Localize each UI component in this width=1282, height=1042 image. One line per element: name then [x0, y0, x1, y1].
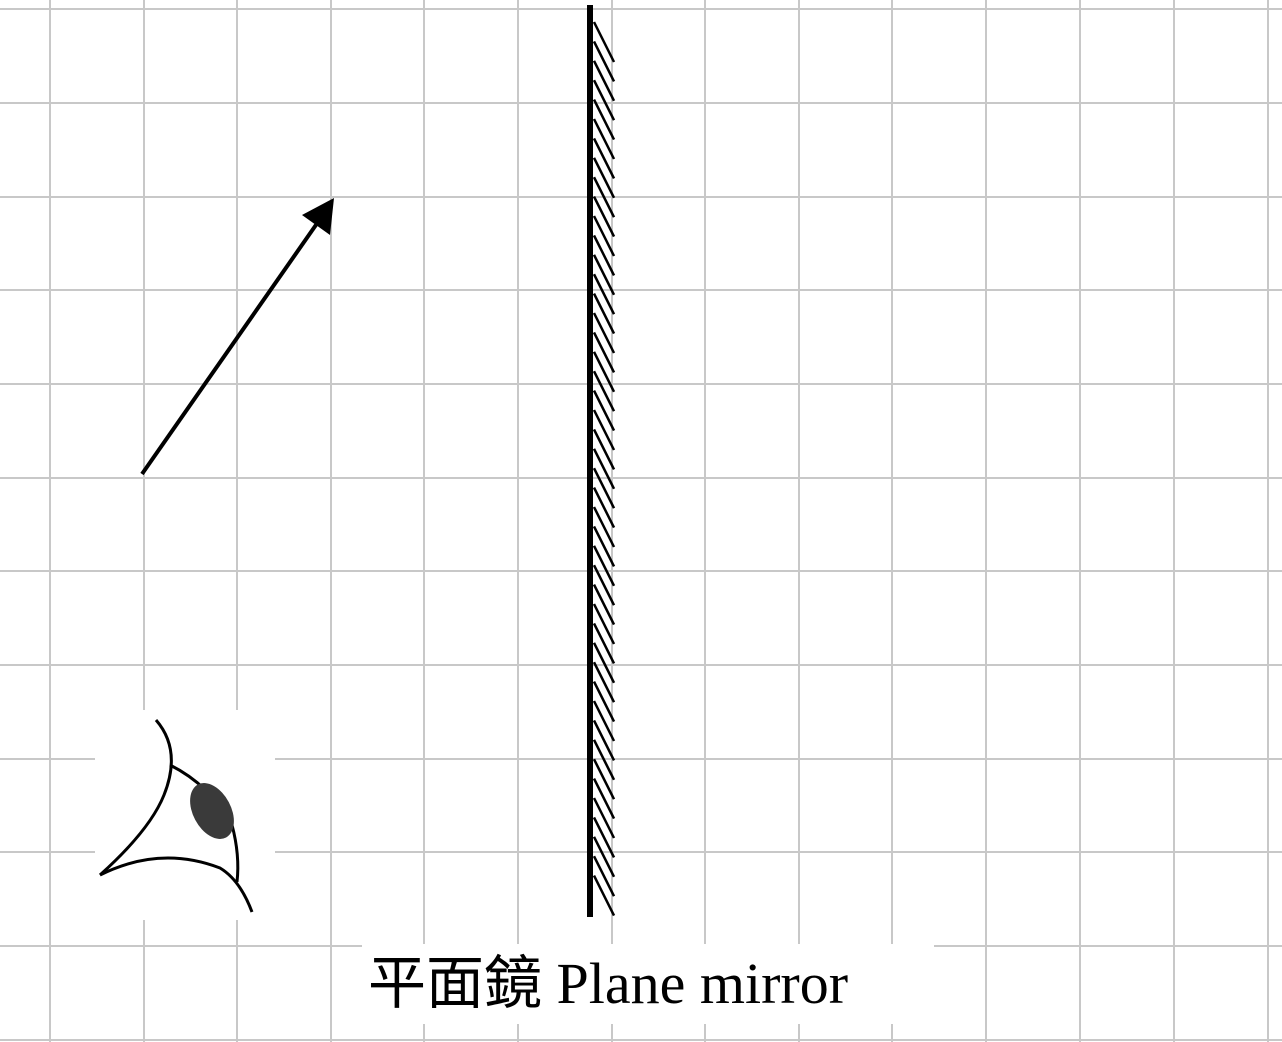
eye-upper-lid [98, 719, 173, 877]
hatch-mark [592, 719, 616, 761]
hatch-mark [592, 642, 616, 684]
hatch-mark [592, 661, 616, 703]
hatch-mark [592, 428, 616, 470]
hatch-mark [592, 176, 616, 218]
hatch-mark [592, 816, 616, 858]
hatch-mark [592, 409, 616, 451]
eye-lower-lid [99, 856, 254, 913]
plane-mirror [587, 5, 616, 917]
mirror-caption: 平面鏡 Plane mirror [362, 944, 934, 1024]
arrow-icon [140, 198, 334, 476]
hatch-mark [592, 681, 616, 723]
hatch-mark [592, 778, 616, 820]
hatch-mark [592, 525, 616, 567]
hatch-mark [592, 370, 616, 412]
hatch-mark [592, 293, 616, 335]
hatch-mark [592, 836, 616, 878]
object-arrow-head [302, 198, 334, 235]
hatch-mark [592, 99, 616, 141]
hatch-mark [592, 312, 616, 354]
hatch-mark [592, 603, 616, 645]
hatch-mark [592, 797, 616, 839]
hatch-mark [592, 467, 616, 509]
hatch-mark [592, 137, 616, 179]
hatch-mark [592, 331, 616, 373]
eye-icon [95, 710, 275, 920]
hatch-mark [592, 215, 616, 257]
hatch-mark [592, 196, 616, 238]
hatch-mark [592, 254, 616, 296]
object-arrow-shaft [140, 220, 320, 476]
hatch-mark [592, 739, 616, 781]
hatch-mark [592, 118, 616, 160]
hatch-mark [592, 157, 616, 199]
hatch-mark [592, 875, 616, 917]
hatch-mark [592, 855, 616, 897]
hatch-mark [592, 758, 616, 800]
hatch-mark [592, 584, 616, 626]
hatch-mark [592, 273, 616, 315]
hatch-mark [592, 351, 616, 393]
eye-background [95, 710, 275, 920]
mirror-hatching [592, 21, 616, 917]
eye-pupil [190, 783, 234, 839]
hatch-mark [592, 622, 616, 664]
hatch-mark [592, 564, 616, 606]
hatch-mark [592, 60, 616, 102]
hatch-mark [592, 700, 616, 742]
hatch-mark [592, 21, 616, 63]
hatch-mark [592, 390, 616, 432]
hatch-mark [592, 506, 616, 548]
hatch-mark [592, 448, 616, 490]
hatch-mark [592, 79, 616, 121]
hatch-mark [592, 487, 616, 529]
hatch-mark [592, 234, 616, 276]
hatch-mark [592, 545, 616, 587]
hatch-mark [592, 40, 616, 82]
